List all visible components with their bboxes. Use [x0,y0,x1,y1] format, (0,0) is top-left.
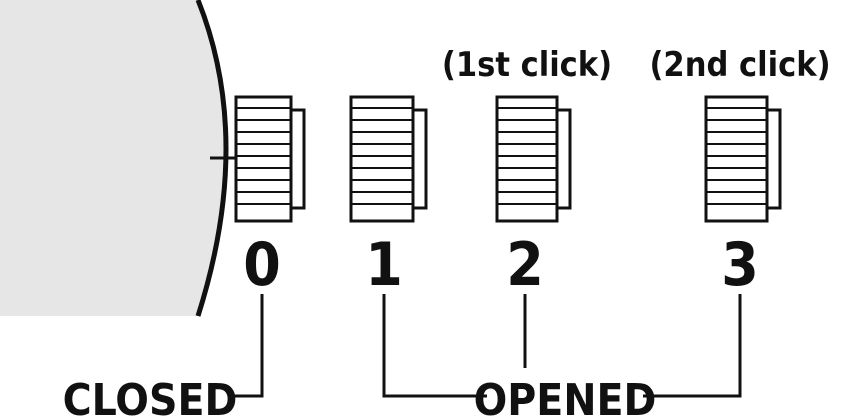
opened-bracket-left [382,294,487,398]
crown-position-3 [704,95,782,223]
position-number-1: 1 [365,230,403,300]
first-click-note: (1st click) [442,45,612,85]
position-number-2: 2 [506,230,544,300]
watch-case-edge [195,0,229,317]
crown-position-0 [234,95,306,223]
crown-position-2 [495,95,572,223]
closed-label: CLOSED [63,375,238,420]
opened-label: OPENED [474,375,657,420]
closed-bracket [228,294,264,398]
opened-bracket-right [643,294,742,398]
watch-case-body [0,0,226,316]
second-click-note: (2nd click) [649,45,830,85]
crown-position-1 [349,95,428,223]
position-number-0: 0 [243,230,281,300]
position-number-3: 3 [721,230,759,300]
